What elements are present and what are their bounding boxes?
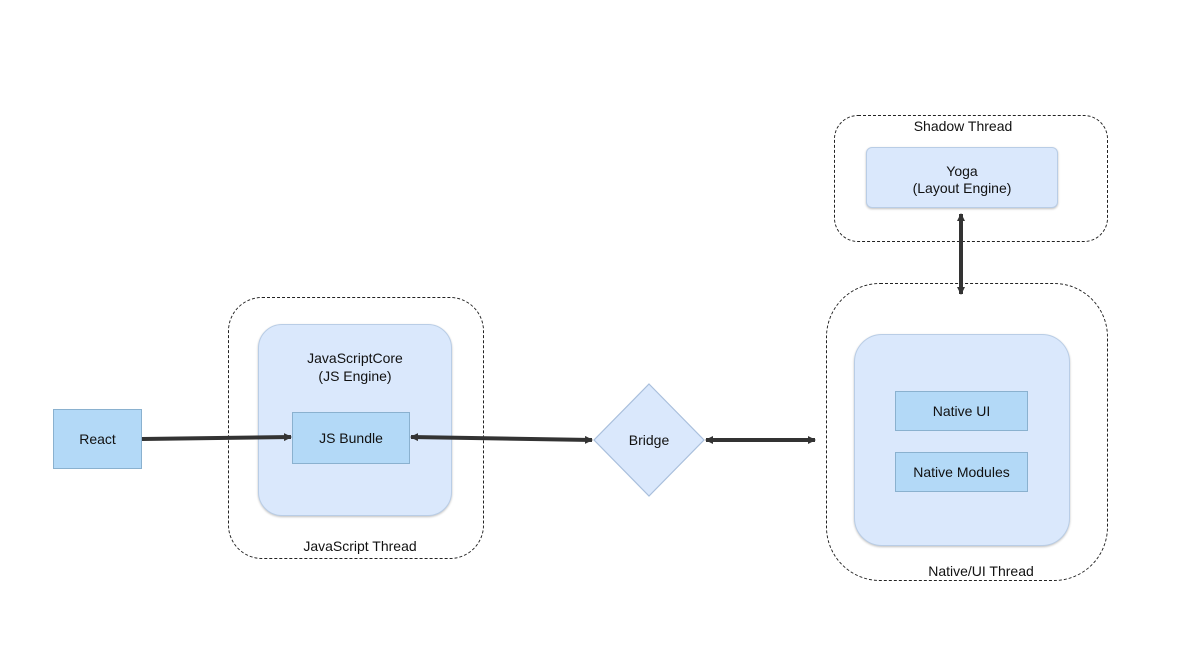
layout-engine-sublabel: (Layout Engine) [912,180,1012,196]
bridge-node-diamond [593,383,705,497]
javascript-thread-label: JavaScript Thread [303,538,417,554]
shadow-thread-label: Shadow Thread [913,118,1013,134]
js-engine-sublabel: (JS Engine) [318,368,392,384]
javascriptcore-engine-box [258,324,452,516]
js-bundle-node: JS Bundle [292,412,410,464]
javascriptcore-label: JavaScriptCore [307,350,403,366]
native-modules-node: Native Modules [895,452,1028,492]
shadow-thread-group [834,115,1108,242]
yoga-layout-engine-node [866,147,1058,208]
native-ui-thread-group [826,283,1108,581]
react-node: React [53,409,142,469]
bridge-label: Bridge [629,432,670,448]
native-container-box [854,334,1070,546]
yoga-label: Yoga [946,163,978,179]
native-ui-node: Native UI [895,391,1028,431]
native-ui-thread-label: Native/UI Thread [928,563,1034,579]
javascript-thread-group [228,297,484,559]
